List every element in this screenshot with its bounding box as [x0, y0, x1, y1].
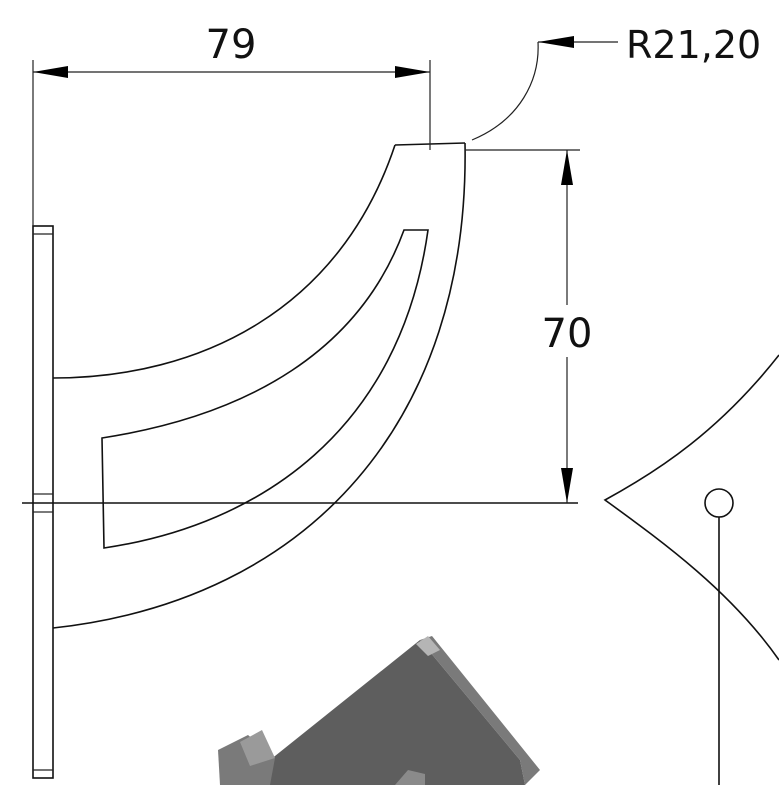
radius-leader-arc	[471, 41, 539, 141]
dimension-radius: R21,20	[471, 23, 761, 141]
radius-label: R21,20	[626, 23, 761, 67]
dim-70-arrow-bottom	[561, 468, 573, 503]
curved-bracket	[52, 142, 466, 629]
model-face-dark	[260, 640, 525, 785]
isometric-model	[218, 636, 540, 785]
dim-70-label: 70	[542, 311, 593, 357]
dim-79-label: 79	[206, 22, 257, 68]
radius-arrow	[538, 36, 574, 48]
model-tab-small	[395, 770, 425, 785]
side-plate-outline	[32, 225, 54, 779]
model-face-side	[420, 636, 540, 785]
dim-70-arrow-top	[561, 150, 573, 185]
bracket-inner-arc	[52, 144, 396, 379]
dimension-79: 79	[32, 22, 431, 226]
dim-79-arrow-right	[395, 66, 430, 78]
model-tab-left-face	[240, 730, 275, 766]
side-plate	[32, 225, 54, 779]
dim-79-arrow-left	[33, 66, 68, 78]
bracket-outer-arc	[52, 142, 466, 629]
model-top-edge	[416, 636, 440, 656]
right-partial-view	[603, 354, 779, 785]
hole-circle	[704, 488, 734, 518]
dimension-70: 70	[465, 149, 598, 503]
dim-70-label-bg	[538, 305, 598, 357]
cusp-outline	[603, 354, 779, 661]
bracket-slot	[101, 229, 429, 549]
